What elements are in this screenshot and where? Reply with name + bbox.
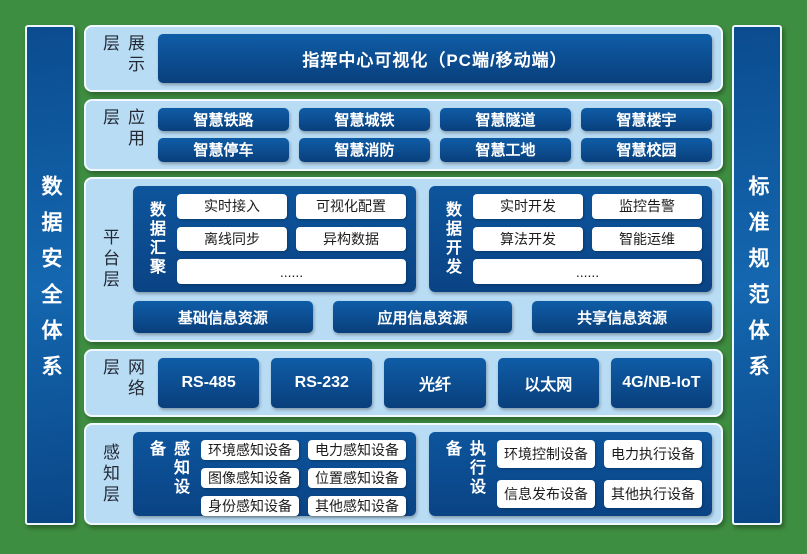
feature-box-algorithm-dev: 算法开发	[473, 226, 583, 252]
application-grid: 智慧铁路 智慧城铁 智慧隧道 智慧楼宇 智慧停车 智慧消防 智慧工地 智慧校园	[158, 107, 712, 162]
data-security-pillar-title: 数据安全体系	[39, 174, 62, 391]
app-box-smart-parking: 智慧停车	[158, 138, 289, 162]
data-development-group: 数据开发 实时开发 监控告警 算法开发 智能运维 ......	[429, 186, 712, 292]
application-layer: 应用层 智慧铁路 智慧城铁 智慧隧道 智慧楼宇 智慧停车 智慧消防 智慧工地 智…	[84, 98, 723, 171]
sensing-devices-group-title: 感知设备	[147, 440, 188, 497]
app-box-smart-campus: 智慧校园	[581, 138, 712, 162]
platform-layer: 平台层 数据汇聚 实时接入 可视化配置 离线同步 异构数据 ......	[84, 177, 723, 342]
network-box-4g-nbiot: 4G/NB-IoT	[610, 357, 712, 408]
device-box-power-sensing: 电力感知设备	[308, 440, 406, 460]
device-box-env-control: 环境控制设备	[497, 440, 595, 468]
network-layer-label: 网络层	[100, 357, 144, 400]
data-aggregation-group: 数据汇聚 实时接入 可视化配置 离线同步 异构数据 ......	[133, 186, 416, 292]
network-box-rs485: RS-485	[158, 357, 260, 408]
platform-body: 数据汇聚 实时接入 可视化配置 离线同步 异构数据 ...... 数据开发	[133, 186, 712, 333]
resource-box-application-info: 应用信息资源	[332, 301, 513, 333]
feature-box-monitor-alert: 监控告警	[592, 194, 702, 219]
display-layer-label: 展示层	[100, 34, 144, 76]
execution-devices-grid: 环境控制设备 电力执行设备 信息发布设备 其他执行设备	[497, 440, 702, 508]
sensing-devices-grid: 环境感知设备 电力感知设备 图像感知设备 位置感知设备 身份感知设备 其他感知设…	[201, 440, 406, 516]
network-box-ethernet: 以太网	[497, 357, 599, 408]
device-box-location-sensing: 位置感知设备	[308, 468, 406, 488]
data-aggregation-group-title: 数据汇聚	[147, 201, 164, 277]
feature-box-heterogeneous-data: 异构数据	[296, 226, 406, 252]
device-box-info-publishing: 信息发布设备	[497, 480, 595, 508]
app-box-smart-firefighting: 智慧消防	[299, 138, 430, 162]
feature-box-intelligent-ops: 智能运维	[592, 226, 702, 252]
data-development-group-title: 数据开发	[443, 201, 460, 277]
app-box-smart-metro: 智慧城铁	[299, 107, 430, 131]
command-center-banner: 指挥中心可视化（PC端/移动端）	[158, 34, 712, 83]
application-layer-label: 应用层	[100, 107, 144, 150]
data-security-pillar: 数据安全体系	[25, 25, 75, 525]
network-box-fiber: 光纤	[384, 357, 486, 408]
device-box-identity-sensing: 身份感知设备	[201, 496, 299, 516]
feature-box-visual-config: 可视化配置	[296, 194, 406, 219]
resource-box-basic-info: 基础信息资源	[133, 301, 313, 333]
diagram-frame: 数据安全体系 展示层 指挥中心可视化（PC端/移动端） 应用层 智慧铁路 智慧城…	[25, 25, 782, 525]
feature-box-realtime-dev: 实时开发	[473, 194, 583, 219]
feature-box-realtime-access: 实时接入	[177, 194, 287, 219]
perception-layer: 感知层 感知设备 环境感知设备 电力感知设备 图像感知设备 位置感知设备 身份感…	[84, 423, 723, 525]
device-box-other-sensing: 其他感知设备	[308, 496, 406, 516]
network-layer: 网络层 RS-485 RS-232 光纤 以太网 4G/NB-IoT	[84, 348, 723, 417]
feature-box-more: ......	[473, 259, 702, 284]
feature-box-more: ......	[177, 259, 406, 284]
device-box-other-execution: 其他执行设备	[604, 480, 702, 508]
execution-devices-group-title: 执行设备	[443, 440, 484, 497]
platform-layer-label: 平台层	[100, 228, 119, 291]
feature-box-offline-sync: 离线同步	[177, 226, 287, 252]
perception-groups: 感知设备 环境感知设备 电力感知设备 图像感知设备 位置感知设备 身份感知设备 …	[133, 432, 712, 516]
data-aggregation-grid: 实时接入 可视化配置 离线同步 异构数据 ......	[177, 194, 406, 284]
standards-pillar-title: 标准规范体系	[746, 174, 769, 391]
app-box-smart-railway: 智慧铁路	[158, 107, 289, 131]
sensing-devices-group: 感知设备 环境感知设备 电力感知设备 图像感知设备 位置感知设备 身份感知设备 …	[133, 432, 416, 516]
execution-devices-group: 执行设备 环境控制设备 电力执行设备 信息发布设备 其他执行设备	[429, 432, 712, 516]
resource-row: 基础信息资源 应用信息资源 共享信息资源	[133, 301, 712, 333]
perception-layer-label: 感知层	[100, 442, 119, 506]
app-box-smart-building: 智慧楼宇	[581, 107, 712, 131]
data-development-grid: 实时开发 监控告警 算法开发 智能运维 ......	[473, 194, 702, 284]
display-layer: 展示层 指挥中心可视化（PC端/移动端）	[84, 25, 723, 92]
platform-groups: 数据汇聚 实时接入 可视化配置 离线同步 异构数据 ...... 数据开发	[133, 186, 712, 292]
network-grid: RS-485 RS-232 光纤 以太网 4G/NB-IoT	[158, 357, 712, 408]
device-box-image-sensing: 图像感知设备	[201, 468, 299, 488]
standards-pillar: 标准规范体系	[732, 25, 782, 525]
app-box-smart-construction: 智慧工地	[440, 138, 571, 162]
layer-stack: 展示层 指挥中心可视化（PC端/移动端） 应用层 智慧铁路 智慧城铁 智慧隧道 …	[84, 25, 723, 525]
network-box-rs232: RS-232	[271, 357, 373, 408]
device-box-env-sensing: 环境感知设备	[201, 440, 299, 460]
resource-box-shared-info: 共享信息资源	[532, 301, 712, 333]
device-box-power-execution: 电力执行设备	[604, 440, 702, 468]
app-box-smart-tunnel: 智慧隧道	[440, 107, 571, 131]
